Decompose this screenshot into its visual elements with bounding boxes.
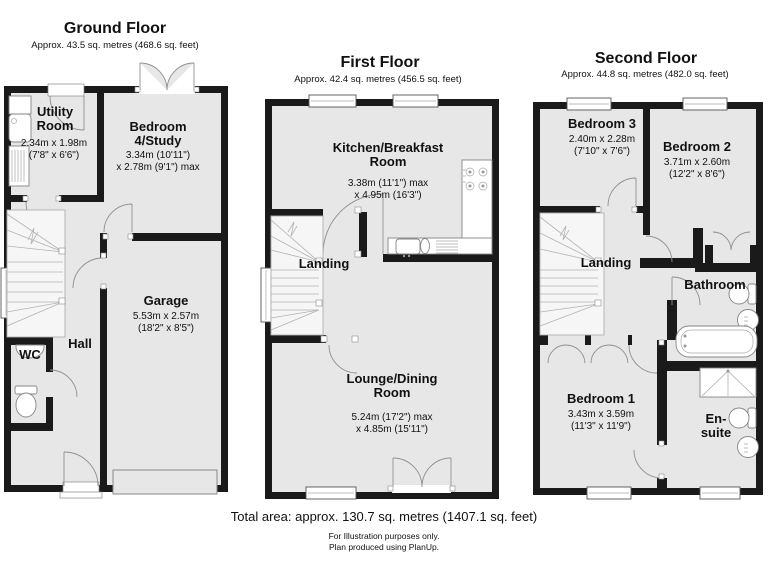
second-stairs (539, 212, 605, 336)
wc-basin (15, 344, 45, 359)
kitchen-sink (395, 238, 458, 258)
label-hall: Hall (68, 336, 92, 351)
second-floor-area: Approx. 44.8 sq. metres (482.0 sq. feet) (561, 69, 729, 80)
label-utility-room: Utility Room (36, 104, 74, 133)
label-landing-1f: Landing (298, 256, 350, 271)
first-stairs (270, 215, 324, 336)
ground-floor-area: Approx. 43.5 sq. metres (468.6 sq. feet) (31, 40, 199, 51)
dims-utility-room: 2.34m x 1.98m (7'8" x 6'6") (20, 138, 88, 161)
label-landing-2f: Landing (580, 255, 632, 270)
wc-toilet (14, 385, 38, 418)
utility-sink (8, 95, 32, 143)
label-garage: Garage (143, 293, 189, 308)
garage-door (112, 469, 218, 495)
second-floor-plan (533, 97, 763, 500)
shower (699, 367, 757, 398)
dims-bedroom4: 3.34m (10'11") x 2.78m (9'1") max (116, 150, 200, 173)
ensuite-basin (737, 436, 759, 458)
bathroom-toilet (728, 283, 757, 305)
label-wc: WC (19, 347, 41, 362)
french-doors-lounge (387, 457, 456, 493)
disclaimer-line1: For Illustration purposes only. (328, 531, 440, 541)
label-bedroom2: Bedroom 2 (663, 139, 731, 154)
bedroom1-wardrobes (547, 344, 629, 364)
dims-bedroom3: 2.40m x 2.28m (7'10" x 7'6") (568, 134, 636, 157)
ensuite-toilet (728, 407, 757, 429)
label-bedroom4: Bedroom 4/Study (129, 119, 187, 148)
dims-bedroom2: 3.71m x 2.60m (12'2" x 8'6") (663, 157, 731, 180)
dims-garage: 5.53m x 2.57m (18'2" x 8'5") (132, 311, 200, 334)
label-bathroom: Bathroom (684, 277, 746, 292)
dims-bedroom1: 3.43m x 3.59m (11'3" x 11'9") (567, 409, 635, 432)
ground-floor-title: Ground Floor (63, 20, 167, 37)
label-ensuite: En- suite (700, 411, 732, 440)
first-floor-area: Approx. 42.4 sq. metres (456.5 sq. feet) (294, 74, 462, 85)
utility-appliance (8, 145, 30, 187)
label-lounge: Lounge/Dining Room (346, 371, 438, 400)
ground-stairs (6, 209, 66, 338)
first-floor-plan (260, 94, 499, 500)
dims-lounge: 5.24m (17'2") max x 4.85m (15'11") (351, 412, 433, 435)
kitchen-hob (463, 167, 488, 191)
label-kitchen: Kitchen/Breakfast Room (332, 140, 444, 169)
disclaimer-line2: Plan produced using PlanUp. (328, 542, 440, 552)
french-doors-bedroom4 (134, 62, 200, 94)
label-bedroom3: Bedroom 3 (568, 116, 636, 131)
bedroom2-wardrobe (712, 231, 751, 251)
label-bedroom1: Bedroom 1 (567, 391, 635, 406)
dims-kitchen: 3.38m (11'1") max x 4.95m (16'3") (347, 178, 429, 201)
second-floor-title: Second Floor (594, 50, 698, 67)
first-floor-title: First Floor (340, 54, 420, 71)
bath (675, 325, 758, 358)
total-area-text: Total area: approx. 130.7 sq. metres (14… (230, 509, 538, 524)
utility-entrance-door (47, 83, 85, 97)
ground-floor-plan (0, 62, 228, 499)
